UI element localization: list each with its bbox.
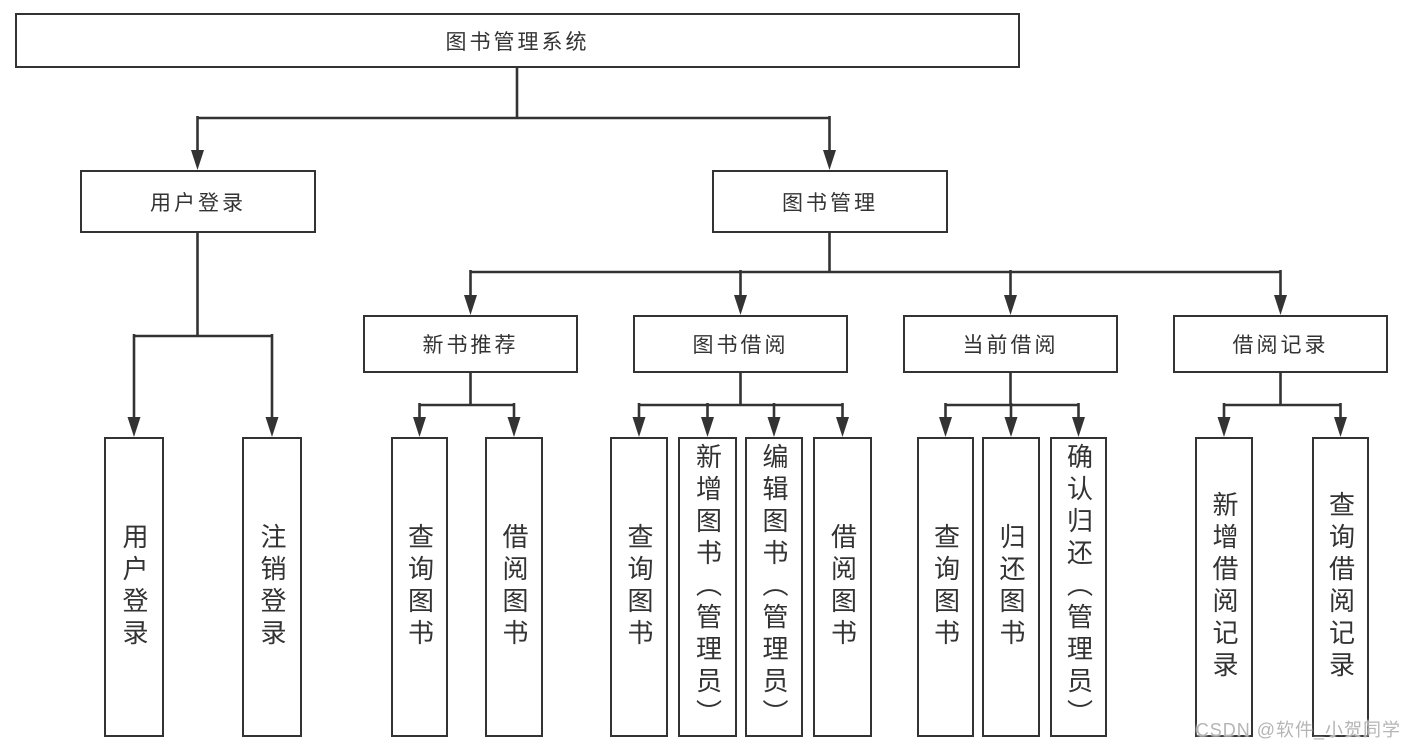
connector-root-to-branches <box>191 68 836 170</box>
connector-new-book-recommend-to-children <box>413 373 521 437</box>
leaf-user-login-label: 用户登录 <box>119 523 149 651</box>
leaf-edit-book-admin-label: 编辑图书（管理员） <box>759 443 789 731</box>
node-current-borrow-label: 当前借阅 <box>962 334 1059 357</box>
leaf-confirm-return-admin-label: 确认归还（管理员） <box>1063 443 1094 731</box>
leaf-query-books-current-label: 查询图书 <box>930 523 961 651</box>
node-book-management: 图书管理 <box>712 170 948 233</box>
leaf-add-borrow-record: 新增借阅记录 <box>1195 437 1253 737</box>
node-root-label: 图书管理系统 <box>445 30 590 54</box>
leaf-borrow-books-borrow: 借阅图书 <box>813 437 872 737</box>
leaf-logout-label: 注销登录 <box>257 523 287 651</box>
node-book-management-label: 图书管理 <box>782 191 878 215</box>
leaf-borrow-books-borrow-label: 借阅图书 <box>827 523 858 651</box>
connector-book-management-to-children <box>464 233 1287 315</box>
leaf-add-book-admin-label: 新增图书（管理员） <box>692 443 723 731</box>
leaf-query-borrow-record-label: 查询借阅记录 <box>1325 491 1356 683</box>
connector-book-borrow-to-children <box>632 373 849 437</box>
leaf-query-books-recommend: 查询图书 <box>391 437 448 737</box>
node-current-borrow: 当前借阅 <box>903 315 1118 373</box>
connector-user-login-to-children <box>127 233 279 437</box>
node-borrow-records: 借阅记录 <box>1173 315 1388 373</box>
leaf-query-books-current: 查询图书 <box>917 437 974 737</box>
node-borrow-records-label: 借阅记录 <box>1232 334 1329 357</box>
node-book-borrow: 图书借阅 <box>633 315 848 373</box>
leaf-query-borrow-record: 查询借阅记录 <box>1312 437 1369 737</box>
node-user-login-label: 用户登录 <box>150 191 246 215</box>
node-new-book-recommend-label: 新书推荐 <box>422 334 519 357</box>
leaf-return-book: 归还图书 <box>982 437 1040 737</box>
leaf-query-books-borrow-label: 查询图书 <box>624 523 654 651</box>
connector-borrow-records-to-children <box>1217 373 1347 437</box>
connector-current-borrow-to-children <box>939 373 1085 437</box>
leaf-add-borrow-record-label: 新增借阅记录 <box>1209 491 1239 683</box>
leaf-logout: 注销登录 <box>242 437 302 737</box>
leaf-user-login: 用户登录 <box>104 437 164 737</box>
node-new-book-recommend: 新书推荐 <box>363 315 578 373</box>
leaf-add-book-admin: 新增图书（管理员） <box>678 437 737 737</box>
leaf-borrow-books-recommend-label: 借阅图书 <box>499 523 529 651</box>
watermark: CSDN @软件_小贺同学 <box>1195 720 1401 740</box>
leaf-query-books-recommend-label: 查询图书 <box>404 523 435 651</box>
leaf-confirm-return-admin: 确认归还（管理员） <box>1050 437 1107 737</box>
node-root: 图书管理系统 <box>15 13 1020 68</box>
node-user-login: 用户登录 <box>80 170 316 233</box>
node-book-borrow-label: 图书借阅 <box>692 334 789 357</box>
leaf-return-book-label: 归还图书 <box>996 523 1026 651</box>
leaf-borrow-books-recommend: 借阅图书 <box>485 437 543 737</box>
leaf-edit-book-admin: 编辑图书（管理员） <box>745 437 803 737</box>
leaf-query-books-borrow: 查询图书 <box>610 437 668 737</box>
